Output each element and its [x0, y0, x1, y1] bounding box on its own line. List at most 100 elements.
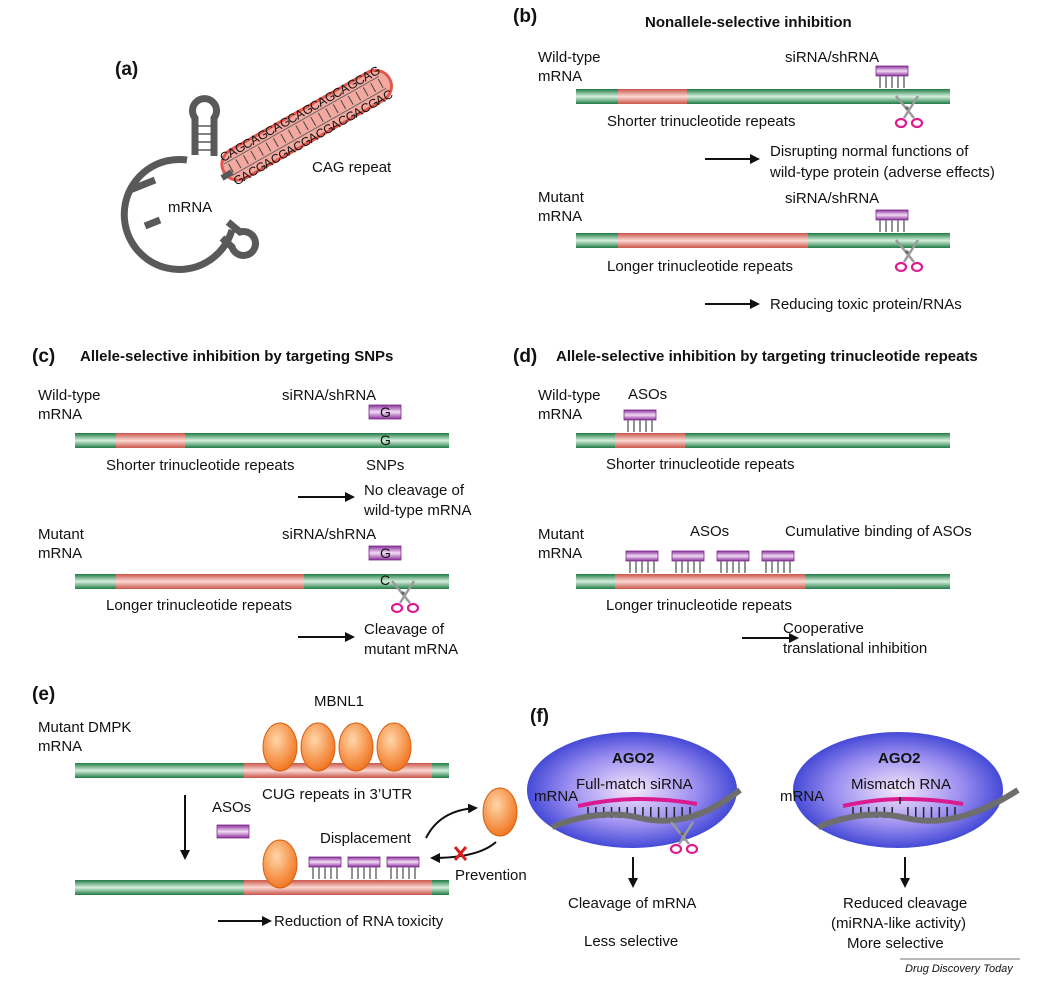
f-guide-right	[842, 797, 964, 808]
c-wt-label-2: mRNA	[38, 406, 82, 423]
d-wt-label-2: mRNA	[538, 406, 582, 423]
mbnl1-protein-free	[482, 787, 518, 837]
b-wt-label-1: Wild-type	[538, 49, 601, 66]
e-bottom-repeat-segment	[244, 880, 432, 895]
e-mut-label-2: mRNA	[38, 738, 82, 755]
b-outcome-mut: Reducing toxic protein/RNAs	[770, 296, 962, 313]
e-bound-aso	[347, 856, 381, 880]
mbnl1-protein	[262, 722, 298, 772]
b-wt-sirna	[875, 65, 909, 89]
c-outcome-wt-2: wild-type mRNA	[363, 502, 472, 519]
mrna-label: mRNA	[168, 199, 212, 216]
e-mbnl1-label: MBNL1	[314, 693, 364, 710]
cag-basepair-rung	[325, 108, 332, 118]
d-asos-label-2: ASOs	[690, 523, 729, 540]
f-mrna-left-label: mRNA	[534, 788, 578, 805]
arrow-icon	[425, 803, 478, 839]
d-wt-aso	[623, 409, 657, 433]
e-outcome-label: Reduction of RNA toxicity	[274, 913, 444, 930]
cag-basepair-rung	[310, 116, 317, 127]
b-repeats-short: Shorter trinucleotide repeats	[607, 113, 795, 130]
cross-icon	[453, 846, 468, 861]
c-guide-base-2: G	[380, 545, 391, 561]
b-wt-repeat-segment	[618, 89, 687, 104]
b-sirna-label-1: siRNA/shRNA	[785, 49, 879, 66]
d-mut-label-1: Mutant	[538, 526, 585, 543]
mbnl1-protein	[300, 722, 336, 772]
b-mut-sirna	[875, 209, 909, 233]
c-target-base-2: C	[380, 572, 390, 588]
b-mut-repeat-segment	[618, 233, 808, 248]
e-bound-aso	[308, 856, 342, 880]
c-mut-repeat-segment	[116, 574, 304, 589]
cag-basepair-rung	[287, 129, 294, 139]
cag-basepair-rung	[280, 133, 287, 144]
mbnl1-protein	[262, 839, 298, 889]
c-mut-sirna	[368, 545, 402, 561]
d-wt-label-1: Wild-type	[538, 387, 601, 404]
panel-b-title: Nonallele-selective inhibition	[645, 14, 852, 31]
footer-journal: Drug Discovery Today	[905, 963, 1014, 975]
c-outcome-mut-1: Cleavage of	[364, 621, 445, 638]
cag-basepair-rung	[370, 83, 377, 93]
c-mut-label-1: Mutant	[38, 526, 85, 543]
b-mut-label-1: Mutant	[538, 189, 585, 206]
c-wt-repeat-segment	[116, 433, 185, 448]
panel-e-letter: (e)	[32, 684, 55, 705]
e-asos-label: ASOs	[212, 799, 251, 816]
c-snps-label: SNPs	[366, 457, 404, 474]
f-outcome-right-3: More selective	[847, 935, 944, 952]
f-outcome-right-2: (miRNA-like activity)	[831, 915, 966, 932]
d-mut-aso	[716, 550, 750, 574]
d-mut-label-2: mRNA	[538, 545, 582, 562]
c-mut-label-2: mRNA	[38, 545, 82, 562]
panel-b-letter: (b)	[513, 6, 537, 27]
rna-stub-left-2	[143, 216, 162, 230]
rna-hairpin-top	[189, 95, 220, 156]
panel-b: (b) Nonallele-selective inhibition Wild-…	[513, 6, 995, 313]
c-wt-label-1: Wild-type	[38, 387, 101, 404]
e-free-aso	[216, 824, 250, 839]
panel-e: (e) Mutant DMPK mRNA MBNL1 CUG repeats i…	[32, 684, 527, 930]
b-outcome-wt-1: Disrupting normal functions of	[770, 143, 969, 160]
d-mut-aso	[625, 550, 659, 574]
e-prevention-label: Prevention	[455, 867, 527, 884]
panel-d: (d) Allele-selective inhibition by targe…	[513, 346, 978, 657]
f-outcome-right-1: Reduced cleavage	[843, 895, 967, 912]
panel-c-title: Allele-selective inhibition by targeting…	[80, 348, 393, 365]
f-outcome-left-2: Less selective	[584, 933, 678, 950]
cag-basepair-rung	[235, 159, 242, 169]
hairpin-top-rungs	[195, 125, 214, 151]
cag-basepair-rung	[347, 95, 354, 105]
b-sirna-label-2: siRNA/shRNA	[785, 190, 879, 207]
panel-d-title: Allele-selective inhibition by targeting…	[556, 348, 978, 365]
f-ago2-right: AGO2	[878, 750, 921, 767]
c-repeats-short: Shorter trinucleotide repeats	[106, 457, 294, 474]
cag-basepair-rung	[362, 87, 369, 97]
f-guide-left	[577, 796, 698, 808]
d-mut-aso	[671, 550, 705, 574]
d-outcome-2: translational inhibition	[783, 640, 927, 657]
f-full-match-label: Full-match siRNA	[576, 776, 693, 793]
f-mrna-right-label: mRNA	[780, 788, 824, 805]
b-wt-label-2: mRNA	[538, 68, 582, 85]
mbnl1-protein	[338, 722, 374, 772]
c-repeats-long: Longer trinucleotide repeats	[106, 597, 292, 614]
cag-basepair-rung	[250, 150, 257, 160]
cag-repeat-label: CAG repeat	[312, 159, 392, 176]
arrow-icon	[430, 841, 497, 863]
d-cumulative-label: Cumulative binding of ASOs	[785, 523, 972, 540]
panel-c: (c) Allele-selective inhibition by targe…	[32, 346, 472, 658]
rna-hairpin-bottom	[219, 219, 259, 259]
c-sirna-label-1: siRNA/shRNA	[282, 387, 376, 404]
d-repeats-short: Shorter trinucleotide repeats	[606, 456, 794, 473]
d-outcome-1: Cooperative	[783, 620, 864, 637]
cag-basepair-rung	[228, 163, 234, 173]
rna-link-stem	[220, 169, 234, 181]
d-repeats-long: Longer trinucleotide repeats	[606, 597, 792, 614]
d-mut-aso	[761, 550, 795, 574]
cag-basepair-rung	[258, 146, 264, 156]
